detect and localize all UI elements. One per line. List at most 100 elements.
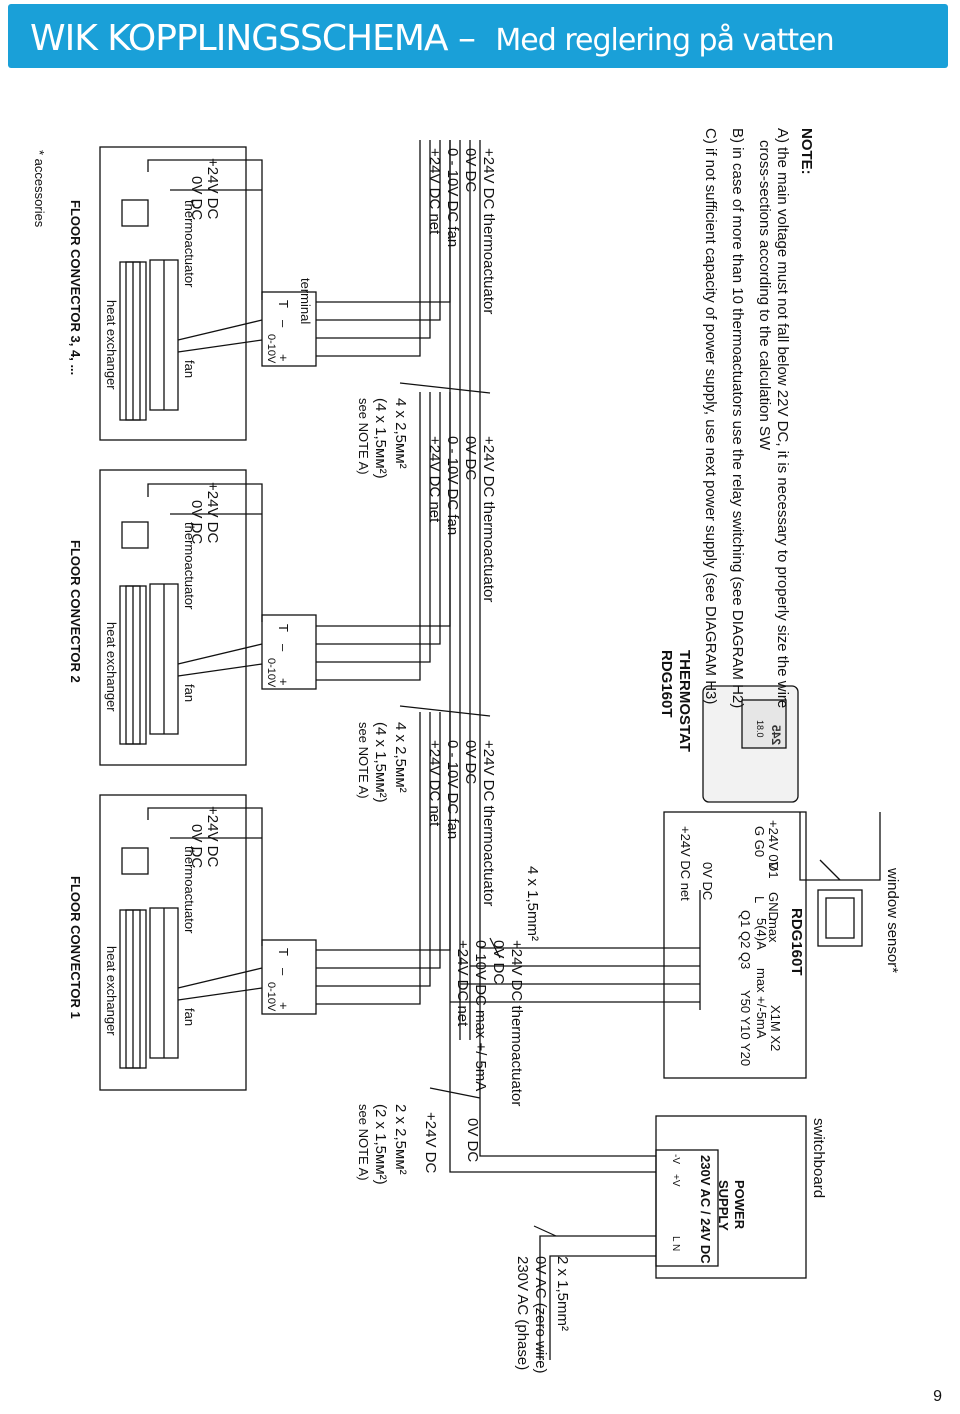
rdg-max-5ma: max +/-5mA: [754, 968, 769, 1039]
power-supply-ln: L N: [670, 1236, 681, 1252]
bus1-zero: 0V DC: [462, 740, 479, 785]
rdg-pin-x: X1M X2: [768, 1005, 783, 1052]
terminal3-010: 0-10V: [265, 334, 277, 364]
mains-phase: [549, 1255, 656, 1360]
cable3-b: (4 x 1,5мм²): [372, 398, 389, 479]
convector-frame-1: [99, 794, 247, 1091]
wire-p24-3: [147, 159, 263, 300]
conv1-name: FLOOR CONVECTOR 1: [68, 876, 83, 1019]
bus3-thermo: +24V DC thermoactuator: [480, 148, 497, 315]
cable3-see: see NOTE A): [356, 398, 371, 475]
footnote-accessories: * accessories: [32, 150, 47, 228]
fan-lead-3b: [177, 339, 263, 353]
window-sensor-label: window sensor*: [884, 868, 901, 974]
power-supply-box: [655, 1149, 719, 1267]
conv2-p24: +24V DC: [204, 482, 221, 544]
control-l4: +24V DC net: [454, 940, 471, 1027]
rdg-54a: 5(4)A: [754, 918, 769, 950]
terminal3-plus: +: [276, 354, 291, 362]
thermostat-label-1: THERMOSTAT: [676, 650, 693, 752]
page-number: 9: [933, 1388, 942, 1405]
power-supply-l2: SUPPLY: [716, 1180, 731, 1231]
terminal-block-3: [261, 291, 317, 367]
cable2-a: 4 x 2,5мм²: [392, 722, 409, 793]
bus2-net: +24V DC net: [426, 436, 443, 523]
ps-out-cable: 2 x 2,5мм²: [392, 1104, 409, 1175]
terminal1-010: 0-10V: [265, 982, 277, 1012]
bus2-thermo: +24V DC thermoactuator: [480, 436, 497, 603]
rdg-pin-y: Y50 Y10 Y20: [738, 990, 753, 1067]
conv1-hx: heat exchanger: [104, 946, 119, 1036]
wire-p24-2: [147, 483, 263, 622]
bus1-fan: 0 - 10V DC fan: [444, 740, 461, 840]
window-sensor: [799, 812, 881, 947]
control-bus: [450, 890, 701, 1010]
header-banner: WIK KOPPLINGSSCHEMA – Med reglering på v…: [8, 4, 948, 68]
control-cable: 4 x 1,5mm²: [524, 866, 541, 942]
thermoactuator-head-1: [121, 847, 149, 875]
terminal3-t: T: [276, 300, 291, 308]
bus2-fan: 0 - 10V DC fan: [444, 436, 461, 536]
page-title: WIK KOPPLINGSSCHEMA – Med reglering på v…: [30, 18, 835, 59]
terminal1-minus: –: [276, 968, 291, 976]
note-heading: NOTE:: [798, 128, 815, 175]
heat-exchanger-3: [119, 261, 147, 421]
rdg-net: +24V DC net: [678, 826, 693, 901]
control-l1: +24V DC thermoactuator: [508, 940, 525, 1107]
conv1-thermo: thermoactuator: [182, 846, 197, 934]
control-l2: 0V DC: [490, 940, 507, 985]
cable3-a: 4 x 2,5мм²: [392, 398, 409, 469]
mains-phase-label: 230V AC (phase): [514, 1256, 531, 1371]
terminal2-plus: +: [276, 678, 291, 686]
ps-out-zero: [479, 1040, 656, 1157]
terminal2-t: T: [276, 624, 291, 632]
conv3-thermo: thermoactuator: [182, 200, 197, 288]
switchboard-box: [655, 1115, 807, 1279]
fan-grille-3: [149, 259, 179, 411]
main-bus: [449, 140, 481, 1040]
ps-out-plus-label: +24V DC: [422, 1112, 439, 1174]
fan-lead-2a: [177, 643, 263, 665]
fan-grille-2: [149, 583, 179, 735]
bus1-thermo: +24V DC thermoactuator: [480, 740, 497, 907]
rdg-pin-gnd: GND: [766, 892, 781, 921]
bus2-zero: 0V DC: [462, 436, 479, 481]
rdg-zero: 0V DC: [700, 862, 715, 901]
note-c: C) if not sufficient capacity of power s…: [702, 128, 719, 705]
bus3-zero: 0V DC: [462, 148, 479, 193]
terminal3-minus: –: [276, 320, 291, 328]
conv3-name: FLOOR CONVECTOR 3, 4, ...: [68, 200, 83, 376]
ps-out-see: see NOTE A): [356, 1104, 371, 1181]
heat-exchanger-2: [119, 585, 147, 745]
power-supply-l1: POWER: [732, 1180, 747, 1230]
rdg160t-box: [663, 811, 807, 1079]
cable2-b: (4 x 1,5мм²): [372, 722, 389, 803]
terminal2-010: 0-10V: [265, 658, 277, 688]
rdg-pin-d1: D1: [766, 862, 781, 879]
bus1-net: +24V DC net: [426, 740, 443, 827]
thermoactuator-head-2: [121, 521, 149, 549]
conv1-fan: fan: [182, 1008, 197, 1027]
terminal2-minus: –: [276, 644, 291, 652]
title-main: WIK KOPPLINGSSCHEMA: [30, 18, 448, 59]
ps-out-cable2: (2 x 1,5мм²): [372, 1104, 389, 1185]
ps-out-zero-label: 0V DC: [464, 1118, 481, 1163]
note-a2: cross-sections according to the calculat…: [756, 140, 773, 451]
fan-grille-1: [149, 907, 179, 1059]
fan-lead-1a: [177, 967, 263, 989]
fan-lead-1b: [177, 987, 263, 1001]
bus3-net: +24V DC net: [426, 148, 443, 235]
conv3-hx: heat exchanger: [104, 300, 119, 390]
title-dash: –: [457, 18, 476, 59]
conv2-thermo: thermoactuator: [182, 522, 197, 610]
mains-cable: 2 x 1,5mm²: [554, 1256, 571, 1332]
terminal1-t: T: [276, 948, 291, 956]
power-supply-plus: +V: [670, 1174, 681, 1187]
terminal-block-1: [261, 939, 317, 1015]
conv1-p24: +24V DC: [204, 806, 221, 868]
terminal-block-2: [261, 614, 317, 690]
terminal1-plus: +: [276, 1002, 291, 1010]
rdg-pin-g: G G0: [752, 826, 767, 858]
conv2-name: FLOOR CONVECTOR 2: [68, 540, 83, 683]
